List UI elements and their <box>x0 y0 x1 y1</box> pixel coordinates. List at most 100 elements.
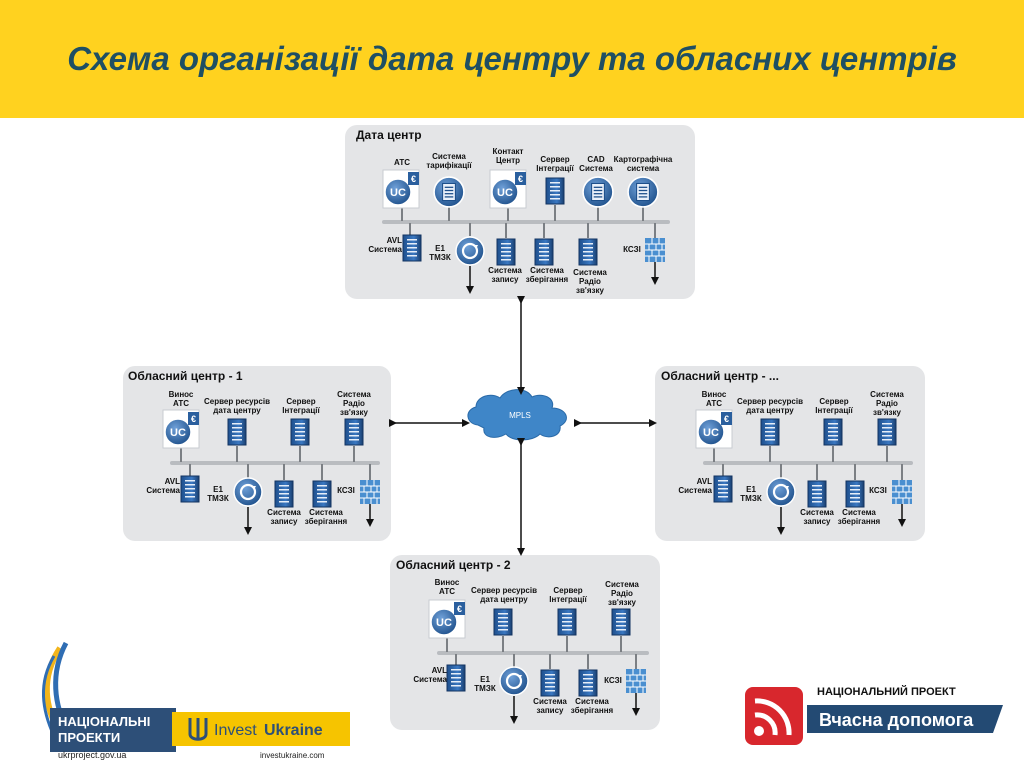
dc-label-cad: CAD Система <box>579 155 613 173</box>
dc-contact-center-icon <box>489 169 527 209</box>
dc-storage-icon <box>534 238 554 266</box>
dc-label-integration-server: Сервер Інтеграції <box>536 155 574 173</box>
r1-radio-icon <box>344 418 364 446</box>
dc-label-radio: Система Радіо зв'язку <box>573 268 607 295</box>
r2-label-remote-ats: Винос АТС <box>434 578 460 596</box>
dc-mapping-icon <box>627 176 659 208</box>
datacenter-panel <box>345 125 695 299</box>
r2-label-e1: E1 ТМЗК <box>474 675 496 693</box>
regional-n-title: Обласний центр - ... <box>661 369 779 383</box>
rn-integration-server-icon <box>823 418 843 446</box>
rn-e1-icon <box>766 477 796 507</box>
dc-ats-icon <box>382 169 420 209</box>
r1-label-resource-server: Сервер ресурсів дата центру <box>204 397 270 415</box>
regional-2-bus <box>437 651 649 655</box>
r2-label-storage: Система зберігання <box>570 697 614 715</box>
dc-avl-icon <box>402 234 422 262</box>
dc-label-recording: Система запису <box>488 266 522 284</box>
np-name: Вчасна допомога <box>819 710 974 730</box>
r1-e1-icon <box>233 477 263 507</box>
r2-avl-icon <box>446 664 466 692</box>
mpls-cloud-icon <box>467 389 567 441</box>
rn-label-avl: AVL Система <box>678 477 712 495</box>
r2-recording-icon <box>540 669 560 697</box>
r2-label-recording: Система запису <box>533 697 567 715</box>
logo-right: НАЦІОНАЛЬНИЙ ПРОЕКТ Вчасна допомога <box>745 685 1005 750</box>
rn-storage-icon <box>845 480 865 508</box>
np-line2: ПРОЕКТИ <box>58 730 120 745</box>
r2-label-avl: AVL Система <box>413 666 447 684</box>
rn-radio-icon <box>877 418 897 446</box>
r2-storage-icon <box>578 669 598 697</box>
national-projects-logo: НАЦІОНАЛЬНІ ПРОЕКТИ ukrproject.gov.ua In… <box>42 641 350 760</box>
datacenter-title: Дата центр <box>356 128 422 142</box>
rn-avl-icon <box>713 475 733 503</box>
dc-label-e1: E1 ТМЗК <box>429 244 451 262</box>
regional-1-panel <box>123 366 391 541</box>
r2-label-integration-server: Сервер Інтеграції <box>549 586 587 604</box>
r2-remote-ats-icon <box>428 599 466 639</box>
r1-label-avl: AVL Система <box>146 477 180 495</box>
datacenter-bus <box>382 220 670 224</box>
regional-1-title: Обласний центр - 1 <box>128 369 243 383</box>
r1-ksz-icon <box>360 480 380 504</box>
iu-url: investukraine.com <box>260 751 325 760</box>
dc-label-mapping: Картографічна система <box>613 155 673 173</box>
rn-ksz-icon <box>892 480 912 504</box>
r1-label-remote-ats: Винос АТС <box>168 390 194 408</box>
regional-n-bus <box>703 461 913 465</box>
r2-label-radio: Система Радіо зв'язку <box>605 580 639 607</box>
regional-2-title: Обласний центр - 2 <box>396 558 511 572</box>
np-line1: НАЦІОНАЛЬНІ <box>58 714 150 729</box>
r2-label-ksz: КСЗІ <box>604 676 622 685</box>
rn-remote-ats-icon <box>695 409 733 449</box>
rn-label-recording: Система запису <box>800 508 834 526</box>
rn-label-remote-ats: Винос АТС <box>701 390 727 408</box>
r1-storage-icon <box>312 480 332 508</box>
iu-prefix: Invest <box>214 722 257 739</box>
iu-suffix: Ukraine <box>264 722 323 739</box>
rn-label-resource-server: Сервер ресурсів дата центру <box>737 397 803 415</box>
r2-resource-server-icon <box>493 608 513 636</box>
datacenter-devices <box>401 205 656 238</box>
dc-radio-icon <box>578 238 598 266</box>
rn-label-e1: E1 ТМЗК <box>740 485 762 503</box>
r2-e1-icon <box>499 666 529 696</box>
dc-label-ats: АТС <box>393 158 411 167</box>
np-caption: НАЦІОНАЛЬНИЙ ПРОЕКТ <box>817 685 956 698</box>
rn-label-integration-server: Сервер Інтеграції <box>815 397 853 415</box>
r1-integration-server-icon <box>290 418 310 446</box>
dc-label-ksz: КСЗІ <box>623 245 641 254</box>
r1-label-ksz: КСЗІ <box>337 486 355 495</box>
rn-resource-server-icon <box>760 418 780 446</box>
dc-recording-icon <box>496 238 516 266</box>
r2-integration-server-icon <box>557 608 577 636</box>
r1-label-storage: Система зберігання <box>304 508 348 526</box>
rn-recording-icon <box>807 480 827 508</box>
rn-label-radio: Система Радіо зв'язку <box>870 390 904 417</box>
rn-label-storage: Система зберігання <box>837 508 881 526</box>
dc-label-storage: Система зберігання <box>525 266 569 284</box>
r2-label-resource-server: Сервер ресурсів дата центру <box>471 586 537 604</box>
r1-label-radio: Система Радіо зв'язку <box>337 390 371 417</box>
header-bar: Схема організації дата центру та обласни… <box>0 0 1024 118</box>
dc-billing-icon <box>433 176 465 208</box>
r1-label-e1: E1 ТМЗК <box>207 485 229 503</box>
r1-resource-server-icon <box>227 418 247 446</box>
logos-left: НАЦІОНАЛЬНІ ПРОЕКТИ ukrproject.gov.ua In… <box>20 638 360 763</box>
regional-1-bus <box>170 461 380 465</box>
dc-e1-icon <box>455 236 485 266</box>
np-url: ukrproject.gov.ua <box>58 750 126 760</box>
rn-label-ksz: КСЗІ <box>869 486 887 495</box>
vchasna-dopomoga-logo: НАЦІОНАЛЬНИЙ ПРОЕКТ Вчасна допомога <box>745 685 1003 745</box>
mpls-label: MPLS <box>509 411 531 420</box>
dc-label-contact-center: Контакт Центр <box>492 147 524 165</box>
page-title: Схема організації дата центру та обласни… <box>67 40 957 77</box>
dc-label-avl: AVL Система <box>368 236 402 254</box>
regional-2-panel <box>390 555 660 730</box>
r1-avl-icon <box>180 475 200 503</box>
dc-ksz-icon <box>645 238 665 262</box>
dc-label-billing: Система тарифікації <box>426 152 472 170</box>
r1-recording-icon <box>274 480 294 508</box>
